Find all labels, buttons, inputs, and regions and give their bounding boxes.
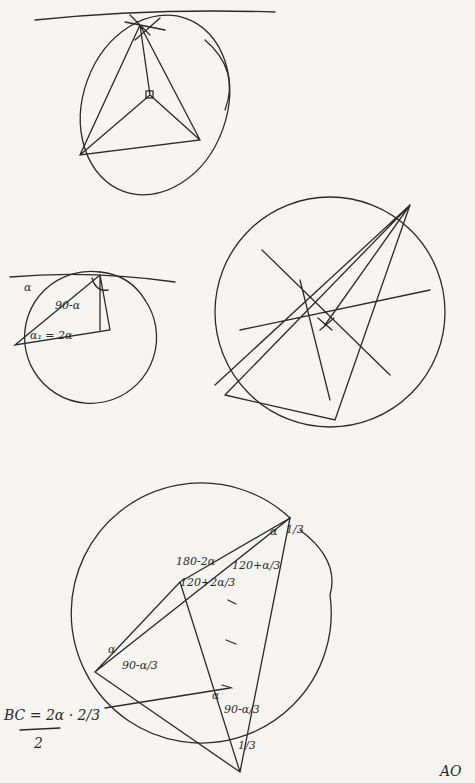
circle [71,483,332,743]
angle-label: AO [440,764,462,778]
circle [56,0,254,216]
triangle [15,275,110,345]
angle-label: α [24,282,31,293]
angle-label: 90-α/3 [122,660,158,671]
circle [25,271,157,403]
angle-label: 2 [34,736,43,750]
circle [215,197,445,427]
angle-label: 120+2α/3 [180,577,235,588]
angle-label: BC = 2α · 2/3 [4,708,100,722]
angle-label: 120+α/3 [232,560,280,571]
angle-label: 180-2α [176,556,215,567]
arc [100,272,145,300]
tick-marks [222,600,236,688]
chords [80,15,200,155]
underline [20,728,60,730]
chords [215,205,430,420]
point-mark [318,318,334,330]
angle-label: α [270,526,277,537]
angle-label: 1/3 [286,524,304,535]
angle-label: α₁ = 2α [30,330,72,341]
tangent-line [35,11,275,20]
point-mark [146,91,153,98]
angle-label: 90-α [55,300,80,311]
angle-label: 1/3 [238,740,256,751]
angle-label: 90-α/3 [224,704,260,715]
angle-label: α [108,644,115,655]
angle-label: α [212,690,219,701]
stroke [105,688,230,708]
triangle [95,518,290,772]
arc [205,40,230,110]
